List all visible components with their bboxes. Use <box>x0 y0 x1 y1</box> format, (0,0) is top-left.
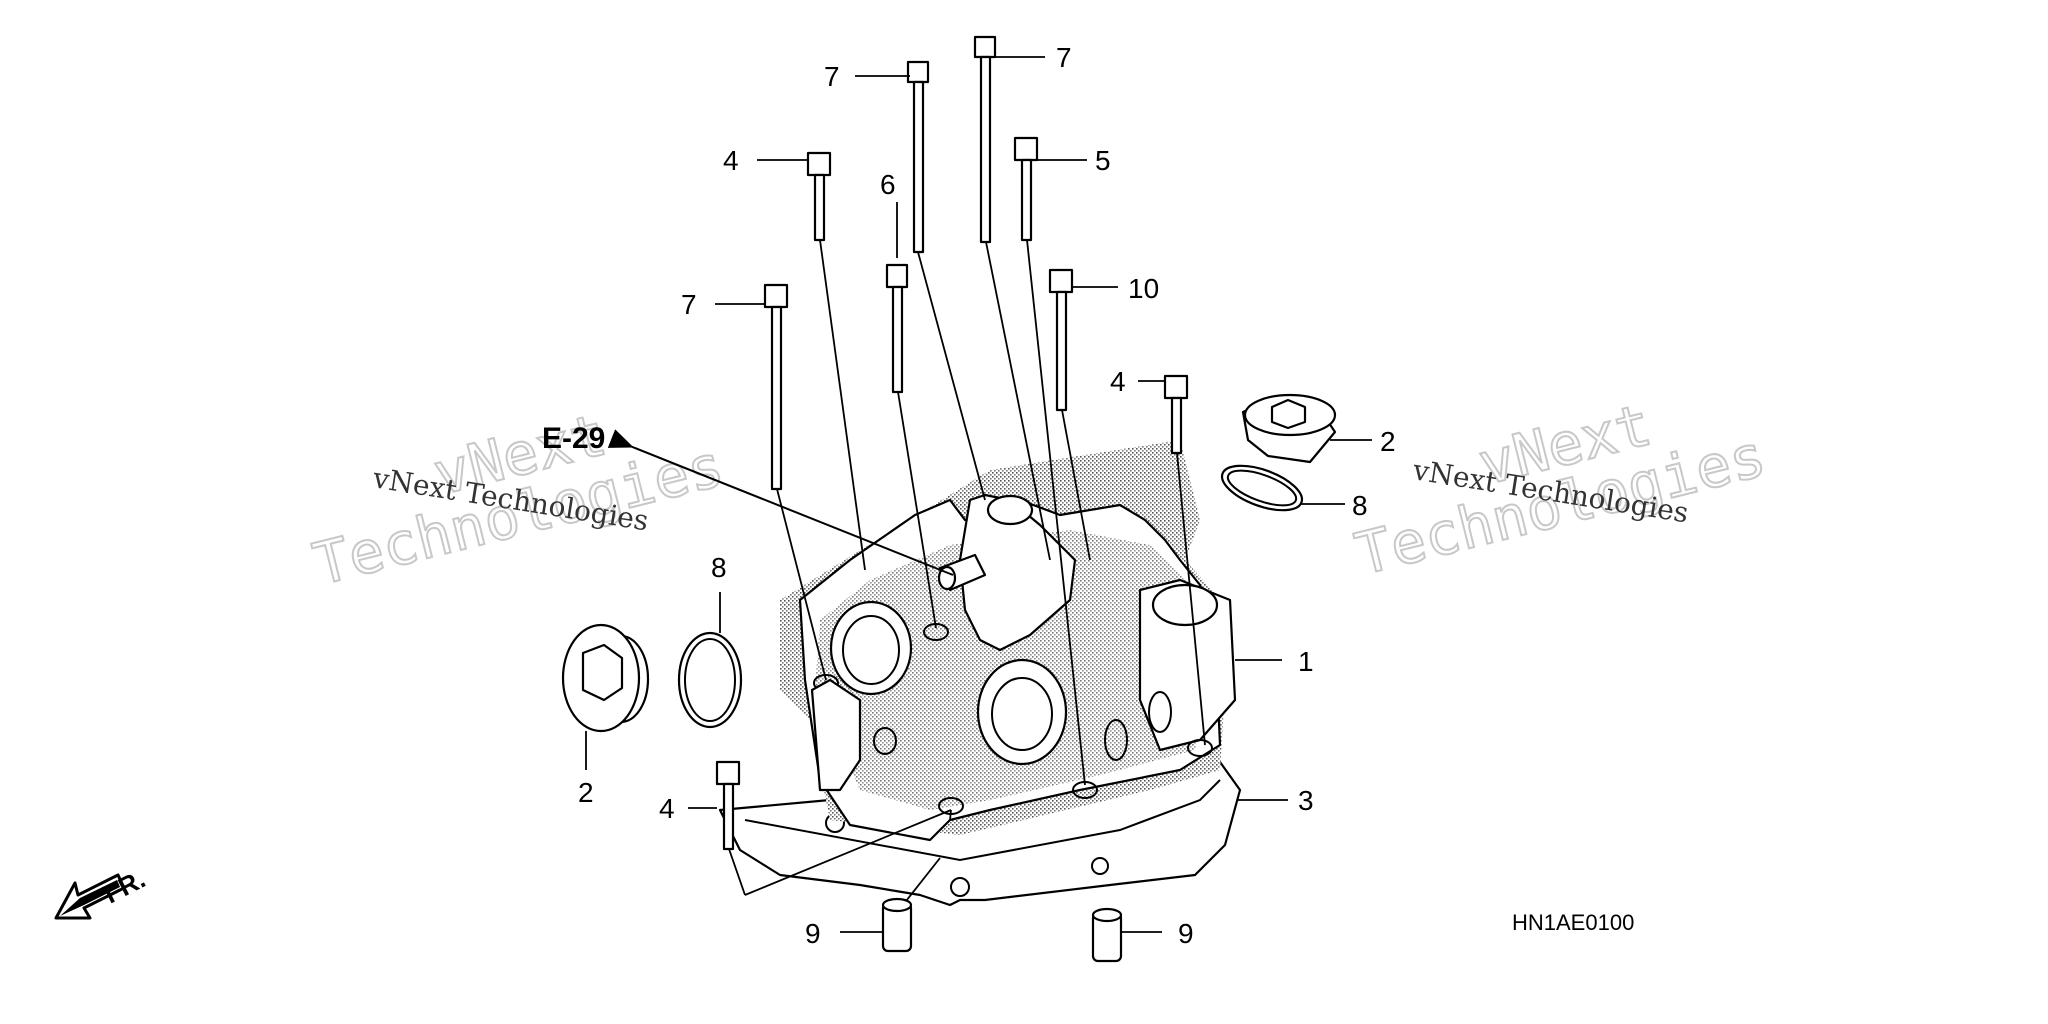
front-direction-arrow: FR. <box>54 864 150 920</box>
front-label: FR. <box>99 864 150 910</box>
oil-filler-cap-left <box>561 623 650 733</box>
dowel-pin-left <box>881 897 913 953</box>
callout-7: 7 <box>1056 42 1072 73</box>
bolt-7-a <box>906 60 930 254</box>
dowel-pin-right <box>1091 907 1123 963</box>
callouts: 7 7 4 5 6 10 7 4 2 8 8 1 2 3 4 9 9 <box>578 42 1396 949</box>
bolt-10 <box>1048 268 1074 412</box>
oil-filler-cap-right <box>1241 393 1337 464</box>
callout-2: 2 <box>1380 426 1396 457</box>
callout-1: 1 <box>1298 646 1314 677</box>
o-ring-right <box>1220 464 1304 512</box>
callout-4: 4 <box>723 145 739 176</box>
diagram-code: HN1AE0100 <box>1512 910 1634 935</box>
bolt-4-a <box>806 151 832 242</box>
callout-5: 5 <box>1095 145 1111 176</box>
callout-8: 8 <box>1352 490 1368 521</box>
callout-10: 10 <box>1128 273 1159 304</box>
bolts <box>715 35 1189 851</box>
callout-9: 9 <box>1178 918 1194 949</box>
bolt-4-b <box>1163 374 1189 455</box>
bolt-7-b <box>973 35 997 244</box>
callout-4: 4 <box>659 793 675 824</box>
bolt-5 <box>1013 136 1039 242</box>
assembly-guide-lines <box>728 239 1206 916</box>
callout-7: 7 <box>681 289 697 320</box>
watermark-right: vNext Technologies vNext Technologies <box>1348 389 1773 589</box>
callout-9: 9 <box>805 918 821 949</box>
callout-8: 8 <box>711 552 727 583</box>
callout-4: 4 <box>1110 366 1126 397</box>
cylinder-head-cover <box>780 440 1237 842</box>
reference-label: E-29 <box>542 422 605 455</box>
bolt-4-c <box>715 760 741 851</box>
callout-7: 7 <box>824 61 840 92</box>
callout-6: 6 <box>880 169 896 200</box>
bolt-6 <box>885 263 909 394</box>
o-ring-left <box>677 631 743 729</box>
reference-arrow: E-29 <box>542 422 954 576</box>
bolt-7-c <box>763 283 789 491</box>
watermark-left: vNext Technologies vNext Technologies <box>306 399 731 599</box>
callout-3: 3 <box>1298 785 1314 816</box>
callout-2: 2 <box>578 777 594 808</box>
